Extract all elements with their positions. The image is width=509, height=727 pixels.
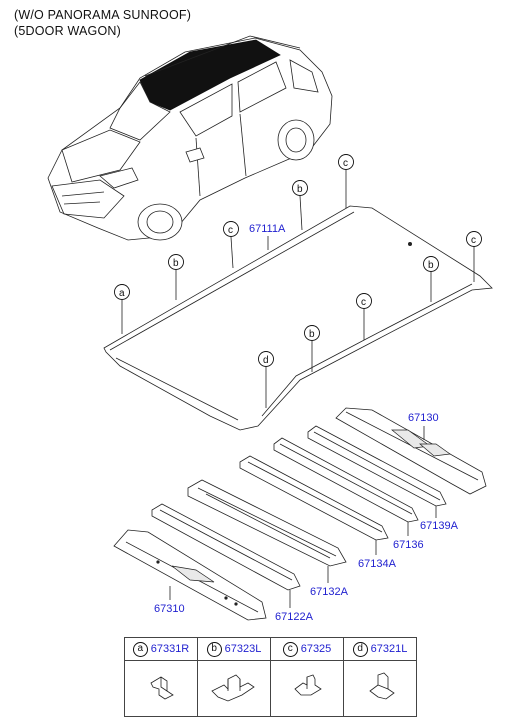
rail-67136-shape	[273, 437, 419, 523]
roof-panel	[103, 205, 493, 431]
clip-b-icon	[211, 674, 255, 702]
rail-67310-shape	[113, 529, 267, 621]
header-line-1: (W/O PANORAMA SUNROOF)	[14, 8, 192, 22]
callout-b-1: b	[173, 258, 179, 269]
callout-d: d	[263, 355, 269, 366]
part-67134A[interactable]: 67134A	[358, 558, 397, 570]
callout-c-2: c	[343, 158, 348, 169]
rail-67139A-shape	[307, 425, 447, 507]
clip-d-image	[343, 660, 417, 717]
part-67130[interactable]: 67130	[408, 412, 439, 424]
rail-67132A-shape	[187, 479, 347, 567]
callout-b-2: b	[297, 184, 303, 195]
clip-a-image	[124, 660, 198, 717]
part-67139A[interactable]: 67139A	[420, 520, 459, 532]
part-67122A[interactable]: 67122A	[275, 611, 314, 623]
callout-c-1: c	[228, 225, 233, 236]
part-67132A[interactable]: 67132A	[310, 586, 349, 598]
callout-c-3: c	[471, 235, 476, 246]
clip-c-icon	[294, 674, 322, 696]
legend-code-a[interactable]: 67331R	[150, 643, 190, 655]
rail-67134A-shape	[239, 455, 389, 541]
clip-d-icon	[369, 672, 395, 700]
callout-b-3: b	[428, 260, 434, 271]
rail-67130-shape	[335, 407, 487, 495]
legend-code-c[interactable]: 67325	[300, 643, 332, 655]
part-67111A[interactable]: 67111A	[249, 223, 286, 235]
part-67310[interactable]: 67310	[154, 603, 185, 615]
rail-67122A-shape	[151, 503, 301, 591]
clip-a-icon	[150, 676, 174, 700]
legend-code-d[interactable]: 67321L	[370, 643, 408, 655]
callout-c-4: c	[361, 297, 366, 308]
legend-code-b[interactable]: 67323L	[224, 643, 262, 655]
roof-callouts	[114, 154, 482, 408]
clip-b-image	[197, 660, 271, 717]
car-illustration	[47, 35, 333, 241]
callout-b-4: b	[309, 329, 315, 340]
header-line-2: (5DOOR WAGON)	[14, 24, 121, 38]
clip-c-image	[270, 660, 344, 717]
part-67136[interactable]: 67136	[393, 539, 424, 551]
callout-a: a	[119, 288, 125, 299]
